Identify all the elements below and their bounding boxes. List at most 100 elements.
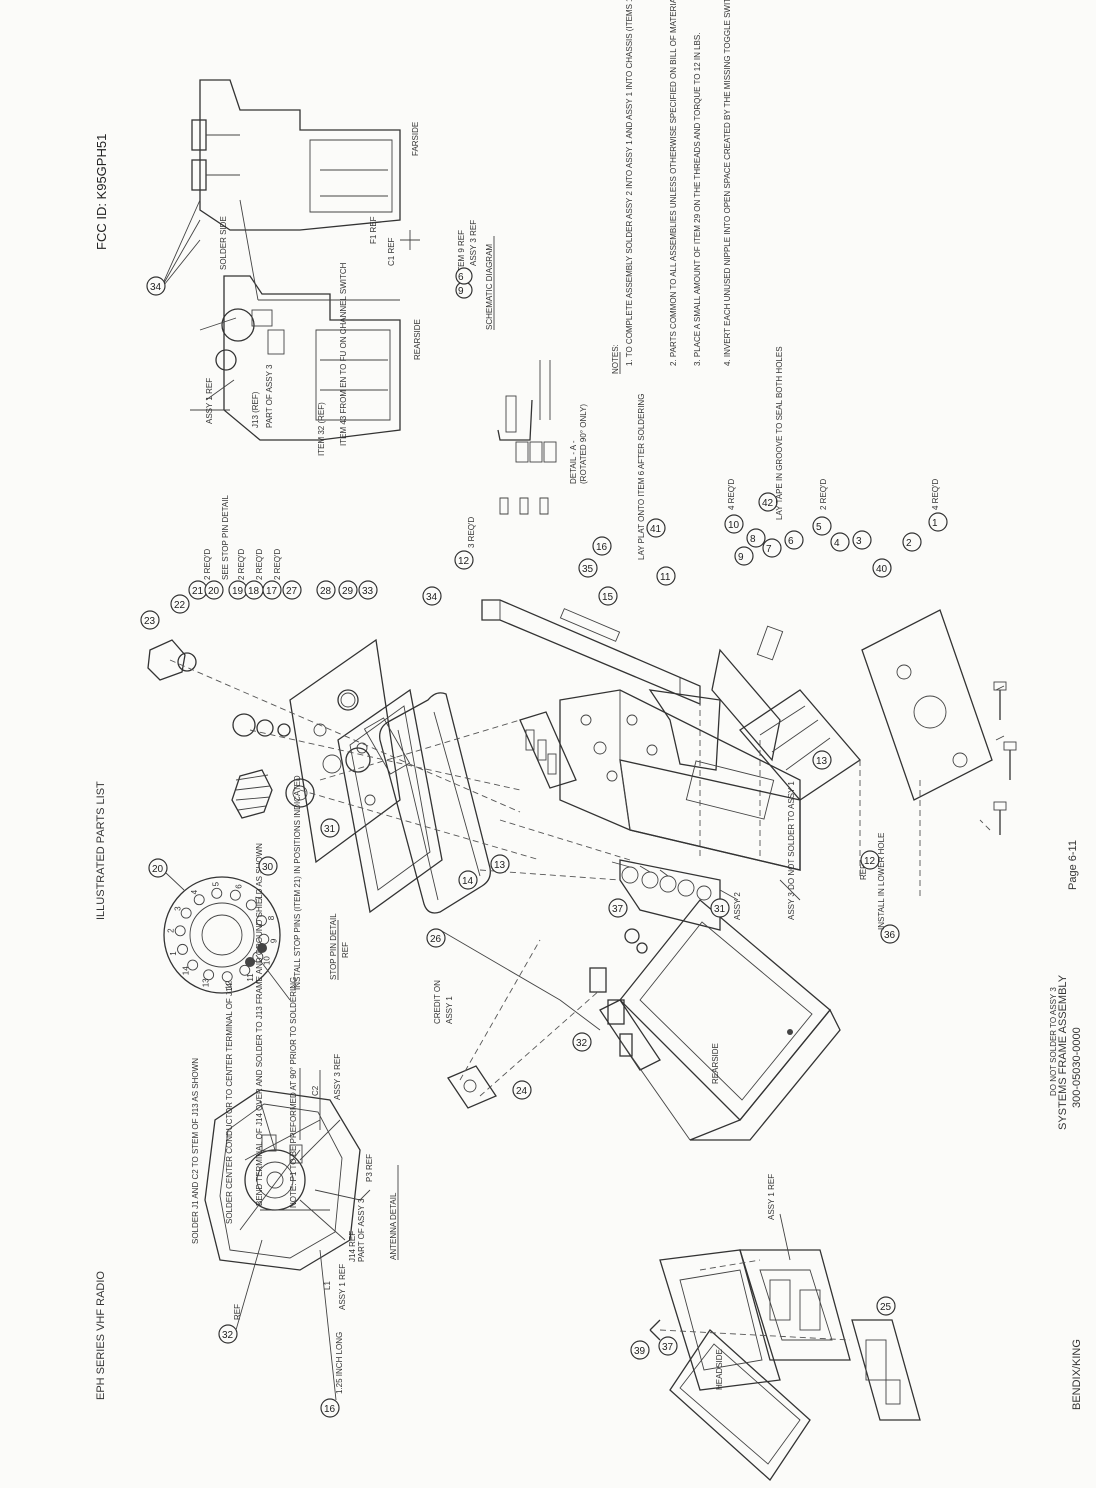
svg-text:3. PLACE A SMALL AMOUNT OF ITE: 3. PLACE A SMALL AMOUNT OF ITEM 29 ON TH… [693, 33, 702, 366]
dial-number: 14 [182, 966, 191, 975]
svg-text:23: 23 [144, 616, 156, 627]
item-callout: 12 [454, 550, 474, 570]
svg-text:SOLDER J1 AND C2 TO STEM OF J1: SOLDER J1 AND C2 TO STEM OF J13 AS SHOWN [191, 1058, 200, 1244]
svg-text:REARSIDE: REARSIDE [413, 319, 422, 360]
svg-text:40: 40 [876, 564, 888, 575]
dial-hole [187, 959, 199, 971]
svg-text:LAY TAPE IN GROOVE TO SEAL BOT: LAY TAPE IN GROOVE TO SEAL BOTH HOLES [775, 346, 784, 520]
svg-text:2: 2 [906, 538, 912, 549]
svg-text:10: 10 [728, 520, 740, 531]
svg-text:ITEM 43 FROM EN TO FU ON CHANN: ITEM 43 FROM EN TO FU ON CHANNEL SWITCH [339, 262, 348, 446]
dial-hole [256, 915, 267, 927]
stop-pin-marker [245, 957, 255, 967]
svg-text:6: 6 [788, 536, 794, 547]
item-callout: 33 [358, 580, 378, 600]
page-number: Page 6-11 [1067, 840, 1079, 890]
svg-text:12: 12 [864, 856, 876, 867]
item-callout: 27 [282, 580, 302, 600]
svg-text:4: 4 [834, 538, 840, 549]
svg-text:ITEM 9 REF: ITEM 9 REF [457, 230, 466, 274]
svg-text:2 REQ'D: 2 REQ'D [819, 478, 828, 510]
dial-number: 1 [169, 951, 178, 956]
main-board-assembly [439, 899, 841, 1141]
svg-text:20: 20 [152, 864, 164, 875]
item-callout: 24 [512, 1080, 532, 1100]
item-callout: 36 [880, 924, 900, 944]
dial-number: 13 [201, 978, 210, 987]
item-callout: 9 [734, 546, 754, 566]
dial-number: 5 [212, 881, 221, 886]
hardware-stack [147, 638, 541, 914]
item-callout: 19 [228, 580, 248, 600]
item-callout: 16 [592, 536, 612, 556]
dial-hole [229, 889, 241, 901]
svg-text:18: 18 [248, 586, 260, 597]
svg-text:2 REQ'D: 2 REQ'D [273, 548, 282, 580]
svg-text:FARSIDE: FARSIDE [411, 122, 420, 156]
dial-number: 7 [254, 896, 263, 901]
svg-text:17: 17 [266, 586, 278, 597]
svg-text:ASSY 1 REF: ASSY 1 REF [767, 1174, 776, 1220]
svg-text:LAY PLAT ONTO ITEM 6 AFTER SOL: LAY PLAT ONTO ITEM 6 AFTER SOLDERING [637, 394, 646, 560]
svg-text:DETAIL - A -: DETAIL - A - [569, 440, 578, 484]
item-callout: 10 [724, 514, 744, 534]
svg-text:2 REQ'D: 2 REQ'D [203, 548, 212, 580]
item-callout: 6 [784, 530, 804, 550]
svg-text:39: 39 [634, 1346, 646, 1357]
item-callout: 40 [872, 558, 892, 578]
svg-text:ASSY 1: ASSY 1 [445, 996, 454, 1024]
svg-text:C2: C2 [311, 1085, 320, 1096]
svg-text:42: 42 [762, 498, 774, 509]
notes-block: NOTES: 1. TO COMPLETE ASSEMBLY SOLDER AS… [611, 0, 732, 374]
svg-text:32: 32 [576, 1038, 588, 1049]
dial-hole [221, 971, 233, 983]
item-callout: 2 [902, 532, 922, 552]
svg-text:6: 6 [458, 272, 464, 283]
svg-text:J13 (REF): J13 (REF) [251, 391, 260, 428]
item-callout: 7 [762, 538, 782, 558]
item-callout: 25 [876, 1296, 896, 1316]
svg-text:24: 24 [516, 1086, 528, 1097]
svg-text:PART OF ASSY 3: PART OF ASSY 3 [265, 364, 274, 428]
svg-text:20: 20 [208, 586, 220, 597]
item-callout: 37 [658, 1336, 678, 1356]
svg-text:15: 15 [602, 592, 614, 603]
dial-hole [174, 925, 186, 937]
item-callout: 15 [598, 586, 618, 606]
svg-text:32: 32 [222, 1330, 234, 1341]
svg-text:ASSY 3 REF: ASSY 3 REF [469, 220, 478, 266]
dial-hole [252, 951, 264, 963]
item-callout: 12 [860, 850, 880, 870]
item-callout: 11 [656, 566, 676, 586]
stop-pin-marker [257, 943, 267, 953]
svg-text:REARSIDE: REARSIDE [711, 1043, 720, 1084]
item-callout: 37 [608, 898, 628, 918]
svg-text:REF: REF [341, 942, 350, 958]
dial-number: 9 [270, 938, 279, 943]
svg-text:REF: REF [233, 1304, 242, 1320]
svg-text:14: 14 [462, 876, 474, 887]
svg-text:DO NOT SOLDER TO ASSY 3: DO NOT SOLDER TO ASSY 3 [1049, 987, 1058, 1096]
dial-hole [203, 969, 215, 981]
svg-text:CREDIT ON: CREDIT ON [433, 980, 442, 1024]
svg-text:5: 5 [816, 522, 822, 533]
svg-text:ASSY 3 DO NOT SOLDER TO ASSY 1: ASSY 3 DO NOT SOLDER TO ASSY 1 [787, 781, 796, 920]
item-callout: 23 [140, 610, 160, 630]
item-callout: 20 [204, 580, 224, 600]
svg-text:26: 26 [430, 934, 442, 945]
item-callout: 39 [630, 1340, 650, 1360]
svg-text:11: 11 [660, 572, 671, 583]
svg-text:NOTE: P1 TO BE PREFORMED AT 90: NOTE: P1 TO BE PREFORMED AT 90° PRIOR TO… [289, 977, 298, 1208]
svg-text:INSTALL STOP PINS (ITEM 21) IN: INSTALL STOP PINS (ITEM 21) IN POSITIONS… [293, 775, 302, 990]
svg-text:31: 31 [324, 824, 336, 835]
svg-text:12: 12 [458, 556, 470, 567]
svg-text:29: 29 [342, 586, 354, 597]
dial-hole [239, 964, 251, 976]
item-callout: 13 [490, 854, 510, 874]
dial-hole [193, 894, 205, 906]
svg-text:30: 30 [262, 862, 274, 873]
svg-text:37: 37 [662, 1342, 674, 1353]
svg-text:28: 28 [320, 586, 332, 597]
schematic-title: SCHEMATIC DIAGRAM [485, 244, 494, 330]
svg-text:C1 REF: C1 REF [387, 237, 396, 266]
